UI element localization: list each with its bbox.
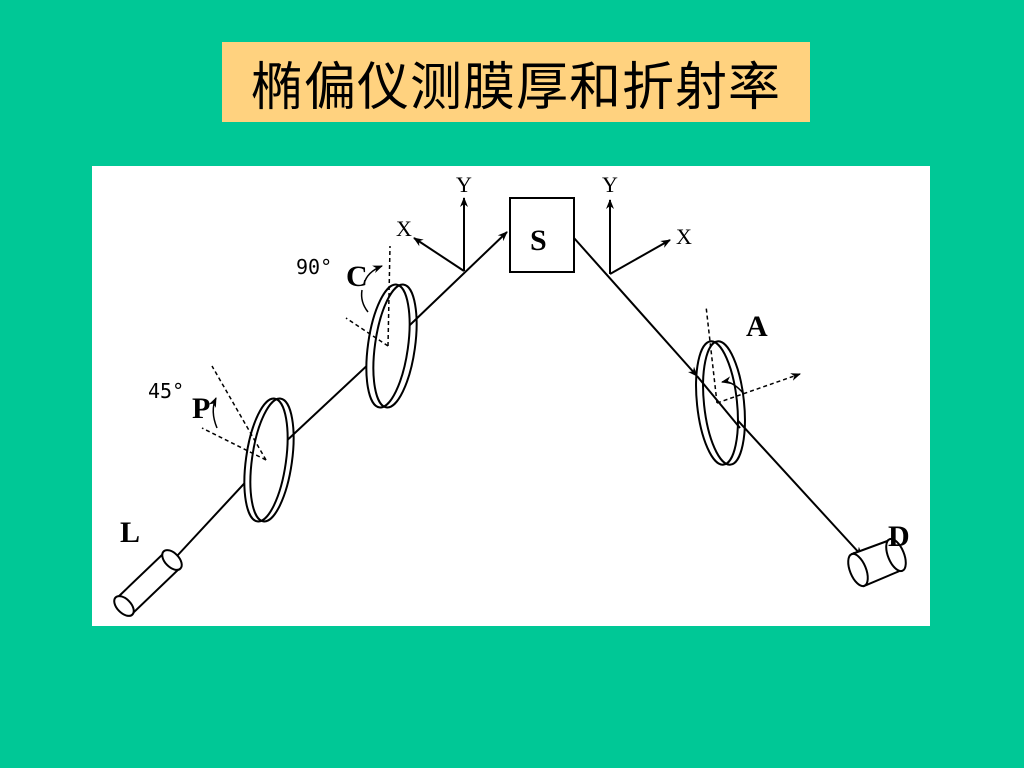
incident-y-label: Y — [456, 172, 472, 197]
incident-axes — [413, 197, 468, 272]
reflected-x-label: X — [676, 224, 692, 249]
compensator-disk — [365, 283, 418, 409]
compensator-label: C — [346, 260, 368, 293]
polarizer-label: P — [192, 392, 210, 425]
polarizer-angle-lines — [201, 365, 267, 461]
page-title: 椭偏仪测膜厚和折射率 — [222, 42, 810, 122]
laser-label: L — [120, 516, 140, 549]
sample-box — [509, 197, 575, 273]
ellipsometer-svg: L P 45° C 90° S — [113, 172, 910, 617]
detector-label: D — [888, 520, 910, 553]
reflected-axes — [606, 199, 671, 275]
sample-label: S — [530, 224, 547, 257]
compensator-angle: 90° — [296, 255, 332, 279]
analyzer-label: A — [746, 310, 768, 343]
detector — [847, 537, 907, 588]
incident-x-label: X — [396, 216, 412, 241]
polarizer-disk — [243, 397, 295, 523]
reflected-y-label: Y — [602, 172, 618, 197]
compensator-angle-lines — [345, 245, 391, 347]
polarizer-angle: 45° — [148, 379, 184, 403]
ellipsometer-diagram: L P 45° C 90° S — [92, 166, 930, 626]
laser-source — [113, 549, 183, 617]
reflected-beam — [573, 237, 698, 377]
analyzer-angle-lines — [705, 305, 801, 404]
